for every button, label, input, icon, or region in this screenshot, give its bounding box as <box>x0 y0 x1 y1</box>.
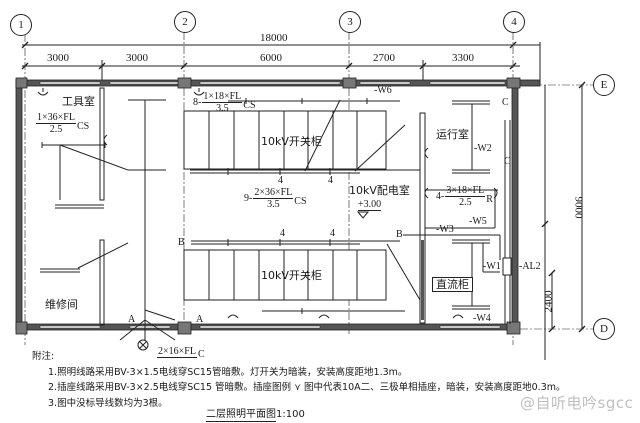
elevation-triangle-icon <box>357 211 369 219</box>
room-repair-room: 维修间 <box>45 298 78 311</box>
watermark: @自听电吟sgcc <box>520 394 634 412</box>
switchgear-lower-label: 10kV开关柜 <box>261 269 322 282</box>
switch-mark-C-2: C <box>504 156 511 167</box>
overall-width-dimension: 18000 <box>260 32 288 44</box>
switch-mark-B-2: B <box>396 229 403 240</box>
note-item-1: 1.照明线路采用BV-3×1.5电线穿SC15管暗敷。灯开关为暗装，安装高度距地… <box>48 366 408 378</box>
wire-count-3: 4 <box>280 228 285 239</box>
room-tool-room: 工具室 <box>62 95 95 108</box>
circuit-W4: -W4 <box>473 313 491 324</box>
room-distribution-room: 10kV配电室 <box>349 184 410 197</box>
grid-axis-1: 1 <box>10 14 32 36</box>
drawing-title-text: 二层照明平面图 <box>206 409 276 422</box>
circuit-W1: -W1 <box>483 261 501 272</box>
notes-heading: 附注: <box>32 351 55 362</box>
circuit-W6: -W6 <box>374 85 392 96</box>
grid-axis-3: 3 <box>339 11 361 33</box>
room-dc-cabinet: 直流柜 <box>432 277 473 292</box>
grid-axis-4: 4 <box>503 11 525 33</box>
wire-count-4: 4 <box>330 228 335 239</box>
elevation-mark: +3.00 <box>358 199 382 211</box>
partial-depth-dimension: 2400 <box>542 290 555 313</box>
notes-block: 附注: 1.照明线路采用BV-3×1.5电线穿SC15管暗敷。灯开关为暗装，安装… <box>32 349 566 411</box>
circuit-W3: -W3 <box>436 224 454 235</box>
switch-mark-A-2: A <box>196 314 204 325</box>
panel-AL2: -AL2 <box>519 261 541 272</box>
drawing-title: 二层照明平面图1:100 <box>206 405 305 422</box>
dimension-segment-4: 2700 <box>373 52 395 64</box>
circuit-W5: -W5 <box>469 216 487 227</box>
overall-depth-dimension: 9000 <box>572 196 585 219</box>
note-item-3: 3.图中没标导线数均为3根。 <box>48 397 168 409</box>
switch-mark-C-1: C <box>502 97 509 108</box>
grid-axis-E: E <box>593 74 615 96</box>
dimension-segment-2: 3000 <box>126 52 148 64</box>
grid-axis-2: 2 <box>174 11 196 33</box>
dimension-segment-1: 3000 <box>47 52 69 64</box>
wire-count-1: 4 <box>278 175 283 186</box>
room-operation-room: 运行室 <box>436 128 469 141</box>
dimension-segment-5: 3300 <box>452 52 474 64</box>
drawing-scale: 1:100 <box>276 409 305 420</box>
switchgear-upper-label: 10kV开关柜 <box>261 135 322 148</box>
grid-axis-D: D <box>593 318 615 340</box>
switch-mark-A-1: A <box>128 314 136 325</box>
circuit-W2: -W2 <box>474 143 492 154</box>
note-item-2: 2.插座线路采用BV-3×2.5电线穿SC15 管暗敷。插座图例 ⋎ 图中代表1… <box>48 382 566 393</box>
wire-count-2: 4 <box>328 175 333 186</box>
switch-mark-B-1: B <box>178 237 185 248</box>
dimension-segment-3: 6000 <box>260 52 282 64</box>
